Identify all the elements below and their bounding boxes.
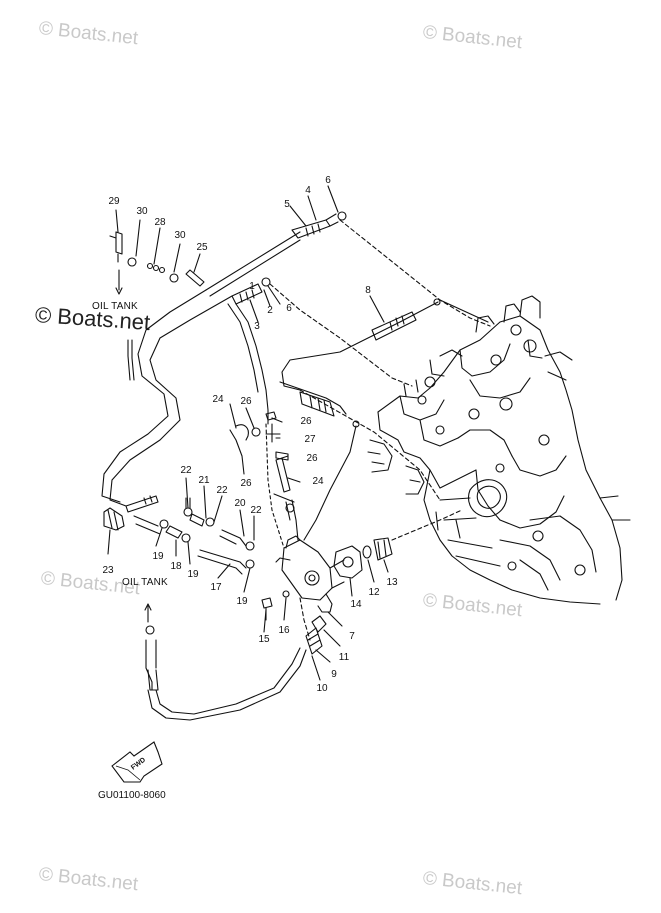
callout-18: 18 [170,561,182,572]
callout-24: 24 [212,394,224,405]
callout-19: 19 [152,551,164,562]
callout-27: 27 [304,434,316,445]
callout-22: 22 [180,465,192,476]
callout-16: 16 [278,625,290,636]
oil-tank-label: OIL TANK [92,301,138,312]
callout-30: 30 [174,230,186,241]
callout-2: 2 [267,305,273,316]
callout-9: 9 [331,669,337,680]
callout-7: 7 [349,631,355,642]
callout-22: 22 [216,485,228,496]
callout-5: 5 [284,199,290,210]
callout-25: 25 [196,242,208,253]
callout-3: 3 [254,321,260,332]
callout-19: 19 [236,596,248,607]
callout-26: 26 [306,453,318,464]
callout-17: 17 [210,582,222,593]
callout-6: 6 [325,175,331,186]
callout-1: 1 [249,281,255,292]
callout-19: 19 [187,569,199,580]
callout-13: 13 [386,577,398,588]
engine-block [367,295,631,605]
callout-20: 20 [234,498,246,509]
callout-10: 10 [316,683,328,694]
callout-21: 21 [198,475,210,486]
callout-12: 12 [368,587,380,598]
callout-26: 26 [240,478,252,489]
callout-30: 30 [136,206,148,217]
fwd-arrow-icon [111,741,163,783]
callout-24: 24 [312,476,324,487]
callout-22: 22 [250,505,262,516]
callout-11: 11 [338,652,350,663]
callout-15: 15 [258,634,270,645]
callout-26: 26 [240,396,252,407]
callout-26: 26 [300,416,312,427]
callout-6: 6 [286,303,292,314]
callout-23: 23 [102,565,114,576]
callout-29: 29 [108,196,120,207]
callout-14: 14 [350,599,362,610]
callout-8: 8 [365,285,371,296]
oil-tank-label: OIL TANK [122,577,168,588]
callout-28: 28 [154,217,166,228]
callout-4: 4 [305,185,311,196]
diagram-code: GU01100-8060 [98,790,166,801]
